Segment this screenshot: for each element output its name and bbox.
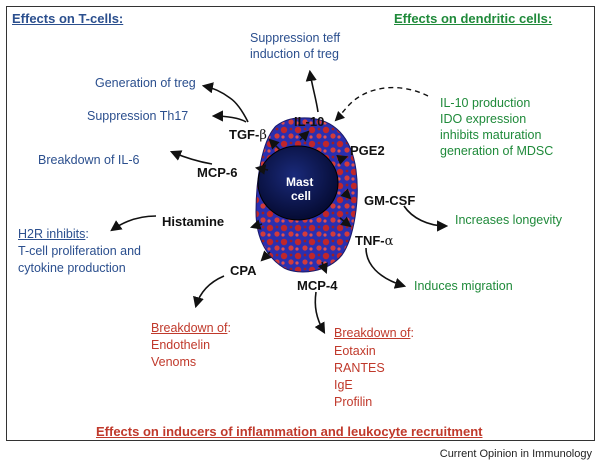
arrow-cell-histamine	[249, 219, 263, 230]
header-inducers: Effects on inducers of inflammation and …	[96, 424, 483, 439]
arrow-cell-mcp6	[254, 164, 269, 175]
mast-cell	[255, 117, 358, 273]
mast-cell-label-2: cell	[291, 189, 312, 203]
header-dendritic-cells: Effects on dendritic cells:	[394, 11, 553, 26]
cpa-breakdown-heading: Breakdown of:	[151, 322, 231, 335]
effect-increases-longevity: Increases longevity	[455, 213, 563, 227]
arrow-tnfa-migration	[365, 247, 407, 289]
h2r-colon: :	[85, 227, 89, 241]
arrow-histamine-h2r	[110, 215, 157, 232]
mediator-tnf-alpha: TNF-α	[355, 234, 393, 248]
arrow-cell-mcp4	[318, 261, 328, 274]
arrow-cell-il10	[298, 130, 310, 142]
mcp4-breakdown-heading: Breakdown of:	[334, 327, 414, 340]
arrow-il10-suppression	[305, 69, 319, 113]
arrow-cell-tnfa	[339, 216, 352, 228]
effect-suppression-teff: Suppression teff	[250, 31, 341, 45]
effect-tcell-proliferation: T-cell proliferation and	[18, 244, 141, 258]
beta-symbol: β	[259, 128, 267, 143]
h2r-label: H2R inhibits	[18, 227, 86, 241]
effect-ido-expression: IDO expression	[440, 112, 527, 126]
effect-suppression-th17: Suppression Th17	[87, 109, 189, 123]
effect-il10-production: IL-10 production	[440, 96, 531, 110]
mediator-mcp6: MCP-6	[197, 165, 238, 180]
effect-breakdown-il6: Breakdown of IL-6	[38, 153, 140, 167]
arrow-cell-tgfb	[268, 138, 281, 151]
mediator-tgf-label: TGF-	[229, 127, 260, 142]
cpa-breakdown-label: Breakdown of	[151, 321, 228, 335]
mcp4-breakdown-label: Breakdown of	[334, 326, 411, 340]
arrow-dc-il10	[334, 86, 429, 122]
mast-cell-nucleus	[257, 145, 339, 221]
cpa-breakdown-colon: :	[227, 321, 231, 335]
effect-generation-treg: Generation of treg	[95, 76, 196, 90]
arrow-cell-gmcsf	[340, 188, 352, 200]
journal-credit: Current Opinion in Immunology	[439, 448, 592, 460]
mediator-il10: IL-10	[294, 114, 325, 129]
mcp4-item-profilin: Profilin	[334, 395, 373, 409]
arrow-cell-pge2	[336, 155, 348, 165]
arrow-tgfb-gen-treg	[201, 82, 249, 123]
mediator-gm-csf: GM-CSF	[364, 193, 416, 208]
mediator-pge2: PGE2	[350, 143, 385, 158]
arrow-tgfb-th17	[211, 110, 247, 123]
effect-h2r-inhibits: H2R inhibits:	[18, 228, 89, 241]
arrow-mcp6-il6	[169, 150, 213, 165]
cpa-item-endothelin: Endothelin	[151, 338, 211, 352]
mediator-mcp4: MCP-4	[297, 278, 338, 293]
alpha-symbol: α	[384, 234, 394, 249]
mediator-tnf-label: TNF-	[355, 233, 385, 248]
mcp4-item-rantes: RANTES	[334, 361, 385, 375]
mediator-histamine: Histamine	[162, 214, 225, 229]
effect-induction-treg: induction of treg	[250, 47, 339, 61]
arrow-cell-cpa	[260, 250, 272, 262]
mcp4-item-ige: IgE	[334, 378, 353, 392]
mcp4-breakdown-colon: :	[410, 326, 414, 340]
effect-inhibits-maturation: inhibits maturation	[440, 128, 542, 142]
arrow-cpa-breakdown	[193, 275, 225, 309]
mediator-cpa: CPA	[230, 263, 257, 278]
cpa-item-venoms: Venoms	[151, 355, 197, 369]
mediator-tgf-beta: TGF-β	[229, 128, 267, 142]
effect-induces-migration: Induces migration	[414, 279, 513, 293]
mcp4-item-eotaxin: Eotaxin	[334, 344, 376, 358]
header-tcells: Effects on T-cells:	[12, 11, 124, 26]
effect-generation-mdsc: generation of MDSC	[440, 144, 554, 158]
arrow-gmcsf-longevity	[403, 205, 449, 232]
mast-cell-label-1: Mast	[286, 175, 314, 189]
figure-border	[6, 6, 595, 441]
effect-cytokine-production: cytokine production	[18, 261, 126, 275]
arrow-mcp4-breakdown	[314, 291, 326, 334]
